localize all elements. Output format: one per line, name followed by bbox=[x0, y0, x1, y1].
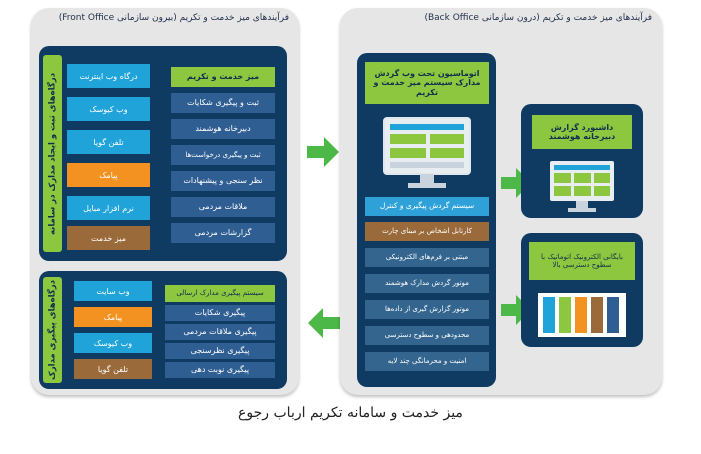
channel-sms: پیامک bbox=[67, 163, 150, 187]
module-tracking-control: سیستم گردش پیگیری و کنترل bbox=[365, 197, 489, 216]
process-service-desk: میز خدمت و تکریم bbox=[171, 67, 275, 87]
tracking-channel-web-kiosk: وب کیوسک bbox=[74, 333, 152, 353]
process-public-reports: گزارشات مردمی bbox=[171, 223, 275, 243]
module-security: امنیت و محرمانگی چند لایه bbox=[365, 352, 489, 371]
front-office-title: فرآیندهای میز خدمت و تکریم (بیرون سازمان… bbox=[58, 13, 289, 23]
archive-title: بایگانی الکترونیک اتوماتیک با سطوح دسترس… bbox=[529, 242, 635, 280]
binders-icon bbox=[538, 293, 626, 337]
channel-ivr-phone: تلفن گویا bbox=[67, 130, 150, 154]
front-office-process-list: میز خدمت و تکریم ثبت و پیگیری شکایات دبی… bbox=[171, 67, 275, 253]
process-public-meetings: ملاقات مردمی bbox=[171, 197, 275, 217]
monitor-icon bbox=[382, 116, 472, 190]
tracking-channel-sms: پیامک bbox=[74, 307, 152, 327]
tracking-surveys: پیگیری نظرسنجی bbox=[165, 343, 275, 359]
process-requests: ثبت و پیگیری درخواست‌ها bbox=[171, 145, 275, 165]
channel-web-kiosk: وب کیوسک bbox=[67, 97, 150, 121]
tracking-channel-ivr-phone: تلفن گویا bbox=[74, 359, 152, 379]
front-office-panel: فرآیندهای میز خدمت و تکریم (بیرون سازمان… bbox=[31, 8, 299, 395]
front-office-tracking-list: سیستم پیگیری مدارک ارسالی پیگیری شکایات … bbox=[165, 285, 275, 381]
tracking-appointments: پیگیری نوبت دهی bbox=[165, 362, 275, 378]
back-office-title: فرآیندهای میز خدمت و تکریم (درون سازمانی… bbox=[424, 13, 652, 23]
automation-title: اتوماسیون تحت وب گردش مدارک سیستم میز خد… bbox=[365, 62, 489, 104]
back-office-panel: فرآیندهای میز خدمت و تکریم (درون سازمانی… bbox=[340, 8, 662, 395]
module-access-levels: محدودهی و سطوح دسترسی bbox=[365, 326, 489, 345]
tracking-complaints: پیگیری شکایات bbox=[165, 305, 275, 321]
channel-service-desk: میز خدمت bbox=[67, 226, 150, 250]
dashboard-title: داشبورد گزارش دبیرخانه هوشمند bbox=[532, 115, 632, 149]
arrow-left-icon bbox=[308, 308, 340, 338]
process-smart-secretariat: دبیرخانه هوشمند bbox=[171, 119, 275, 139]
figure-caption: میز خدمت و سامانه تکریم ارباب رجوع bbox=[238, 405, 463, 421]
channel-mobile-app: نرم افزار مبایل bbox=[67, 196, 150, 220]
front-office-input-portals-label: درگاه‌های ثبت و ایجاد مدارک در سامانه bbox=[43, 55, 62, 252]
front-office-tracking-portals-label: درگاه‌های پیگیری مدارک bbox=[43, 277, 62, 383]
module-reporting-engine: موتور گزارش گیری از داده‌ها bbox=[365, 300, 489, 319]
module-electronic-forms: مبتنی بر فرم‌های الکترونیکی bbox=[365, 248, 489, 267]
process-complaints: ثبت و پیگیری شکایات bbox=[171, 93, 275, 113]
archive-block: بایگانی الکترونیک اتوماتیک با سطوح دسترس… bbox=[521, 233, 643, 347]
module-cartable: کارتابل اشخاص بر مبنای چارت bbox=[365, 222, 489, 241]
tracking-system: سیستم پیگیری مدارک ارسالی bbox=[165, 285, 275, 302]
arrow-right-icon bbox=[307, 137, 339, 167]
module-smart-workflow: موتور گردش مدارک هوشمند bbox=[365, 274, 489, 293]
channel-web-portal: درگاه وب اینترنت bbox=[67, 64, 150, 88]
tracking-meetings: پیگیری ملاقات مردمی bbox=[165, 324, 275, 340]
tracking-channel-website: وب سایت bbox=[74, 281, 152, 301]
dashboard-block: داشبورد گزارش دبیرخانه هوشمند bbox=[521, 104, 643, 218]
monitor-icon bbox=[548, 159, 616, 215]
process-surveys: نظر سنجی و پیشنهادات bbox=[171, 171, 275, 191]
